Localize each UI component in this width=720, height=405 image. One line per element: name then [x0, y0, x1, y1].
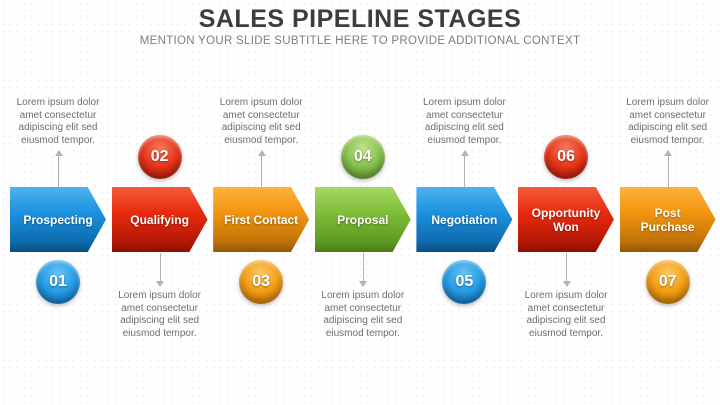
- note-connector: [54, 150, 63, 187]
- connector-arrowhead-icon: [664, 150, 673, 156]
- slide-title: SALES PIPELINE STAGES: [198, 5, 522, 33]
- note-connector: [359, 253, 368, 287]
- stage-label: Qualifying: [130, 212, 189, 227]
- stage-note-line: eiusmod tempor.: [122, 327, 197, 339]
- stage-number: 05: [455, 273, 474, 290]
- stage-note-line: adipiscing elit sed: [18, 122, 98, 133]
- stage-note-line: amet consectetur: [629, 109, 706, 121]
- stage-arrow-proposal[interactable]: Proposal: [314, 187, 411, 252]
- connector-arrowhead-icon: [156, 281, 165, 287]
- stage-number: 01: [49, 273, 67, 290]
- stage-arrow-opportunity-won[interactable]: Opportunity Won: [518, 187, 614, 252]
- stage-number: 02: [150, 148, 169, 165]
- stage-note-line: amet consectetur: [222, 109, 300, 121]
- note-connector: [156, 253, 165, 287]
- stage-note-line: adipiscing elit sed: [221, 122, 301, 133]
- stage-label: First Contact: [224, 212, 299, 227]
- stage-note-line: amet consectetur: [324, 302, 402, 314]
- stage-note-line: Lorem ipsum dolor: [118, 290, 201, 301]
- stage-note-line: amet consectetur: [121, 302, 198, 314]
- note-connector: [562, 253, 571, 287]
- stage-arrow-negotiation[interactable]: Negotiation: [416, 187, 513, 252]
- stage-note-line: adipiscing elit sed: [526, 315, 606, 326]
- stage-note-line: eiusmod tempor.: [21, 134, 95, 146]
- stage-number: 04: [353, 148, 372, 165]
- slide-subtitle: MENTION YOUR SLIDE SUBTITLE HERE TO PROV…: [139, 35, 581, 47]
- stage-number-badge-06[interactable]: 06: [544, 135, 588, 179]
- stage-note-line: eiusmod tempor.: [427, 134, 502, 146]
- connector-arrowhead-icon: [359, 281, 368, 287]
- stage-number: 06: [557, 148, 575, 165]
- stage-number: 03: [252, 273, 271, 290]
- stage-note-line: Lorem ipsum dolor: [16, 97, 100, 108]
- stage-note-line: adipiscing elit sed: [323, 315, 403, 326]
- stage-note-line: Lorem ipsum dolor: [422, 97, 506, 108]
- stage-note-line: eiusmod tempor.: [529, 327, 603, 339]
- stage-number-badge-01[interactable]: 01: [36, 260, 80, 304]
- connector-arrowhead-icon: [460, 150, 469, 156]
- stage-number-badge-02[interactable]: 02: [137, 135, 182, 179]
- stage-note-line: Lorem ipsum dolor: [524, 290, 608, 301]
- stage-number-badge-04[interactable]: 04: [340, 135, 385, 179]
- note-connector: [460, 150, 469, 187]
- stage-number: 07: [658, 273, 677, 290]
- stage-arrow-post-purchase[interactable]: Post Purchase: [619, 187, 716, 252]
- stage-note-line: eiusmod tempor.: [325, 327, 400, 339]
- note-connector: [664, 150, 673, 187]
- connector-arrowhead-icon: [54, 150, 63, 156]
- stage-arrow-first-contact[interactable]: First Contact: [213, 187, 310, 252]
- stage-note-line: amet consectetur: [426, 109, 503, 121]
- connector-arrowhead-icon: [562, 281, 571, 287]
- stage-label: Proposal: [337, 212, 389, 227]
- connector-arrowhead-icon: [257, 150, 266, 156]
- stage-note-line: Lorem ipsum dolor: [219, 97, 303, 108]
- stage-note-line: eiusmod tempor.: [630, 134, 705, 146]
- stage-note-line: adipiscing elit sed: [628, 122, 708, 133]
- stage-number-badge-07[interactable]: 07: [645, 260, 690, 304]
- stage-number-badge-03[interactable]: 03: [239, 260, 284, 304]
- stage-number-badge-05[interactable]: 05: [442, 260, 487, 304]
- stage-note-line: adipiscing elit sed: [424, 122, 504, 133]
- stage-note-line: Lorem ipsum dolor: [626, 97, 709, 108]
- stage-label: Post Purchase: [640, 205, 695, 234]
- stage-arrow-qualifying[interactable]: Qualifying: [111, 187, 208, 252]
- note-connector: [257, 150, 266, 187]
- stage-label: Negotiation: [431, 212, 498, 227]
- stage-label: Prospecting: [23, 212, 93, 227]
- stage-note-line: Lorem ipsum dolor: [321, 290, 405, 301]
- stage-note-line: amet consectetur: [19, 109, 97, 121]
- stage-note-line: adipiscing elit sed: [120, 315, 200, 326]
- stage-arrow-prospecting[interactable]: Prospecting: [10, 187, 106, 252]
- stage-note-line: amet consectetur: [527, 302, 605, 314]
- stage-label: Opportunity Won: [531, 205, 601, 234]
- stage-note-line: eiusmod tempor.: [224, 134, 299, 146]
